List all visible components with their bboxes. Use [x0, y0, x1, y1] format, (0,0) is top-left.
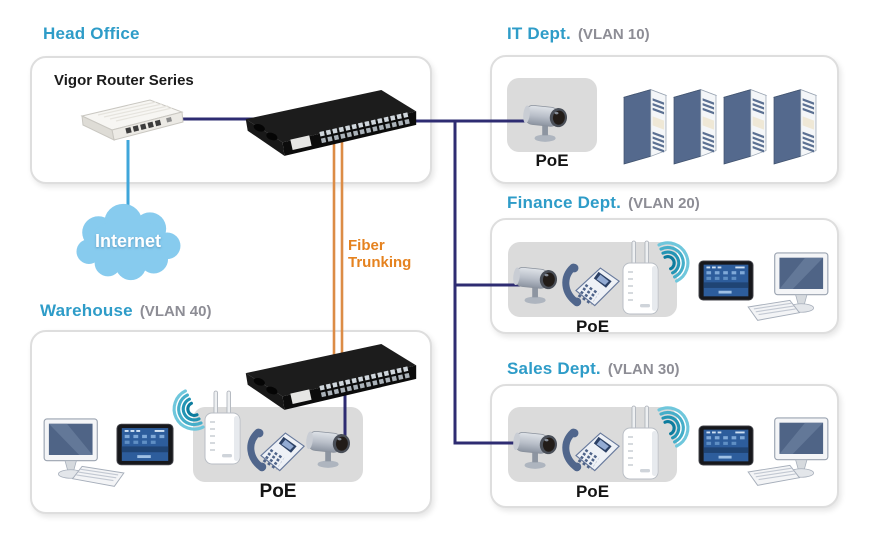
server-icon: [623, 89, 667, 165]
access-point-icon: [204, 390, 241, 465]
server-icon: [723, 89, 767, 165]
warehouse-title: Warehouse: [40, 301, 133, 320]
fiber-label-line1: Fiber: [348, 237, 385, 254]
poe-camera-icon: [304, 429, 352, 469]
warehouse-switch-icon: [238, 338, 422, 414]
it-dept-vlan: (VLAN 10): [577, 26, 650, 43]
vigor-router-icon: [68, 96, 193, 148]
desktop-computer-icon: [43, 418, 125, 487]
server-icon: [773, 89, 817, 165]
poe-camera-icon: [511, 430, 559, 470]
it-dept-label: IT Dept. (VLAN 10): [507, 24, 650, 44]
vigor-router-label: Vigor Router Series: [54, 72, 194, 89]
finance-poe-label: PoE: [575, 317, 610, 336]
poe-camera-icon: [521, 103, 569, 143]
it-poe-label: PoE: [535, 151, 569, 170]
ip-phone-icon: [561, 421, 621, 477]
server-icon: [673, 89, 717, 165]
ip-phone-icon: [561, 256, 621, 312]
warehouse-label: Warehouse (VLAN 40): [40, 301, 212, 321]
finance-dept-label: Finance Dept. (VLAN 20): [507, 193, 700, 213]
core-switch-icon: [238, 84, 422, 160]
sales-dept-label: Sales Dept. (VLAN 30): [507, 359, 680, 379]
fiber-trunking-label: Fiber Trunking: [348, 237, 411, 271]
sales-dept-vlan: (VLAN 30): [607, 361, 680, 378]
head-office-title: Head Office: [43, 24, 140, 43]
desktop-computer-icon: [747, 252, 829, 321]
finance-dept-vlan: (VLAN 20): [628, 195, 700, 212]
desktop-computer-icon: [747, 417, 829, 486]
sales-poe-label: PoE: [575, 482, 610, 501]
it-dept-title: IT Dept.: [507, 24, 571, 43]
tablet-icon: [116, 423, 174, 466]
poe-camera-icon: [511, 265, 559, 305]
warehouse-poe-label: PoE: [259, 481, 297, 502]
ip-phone-icon: [246, 421, 306, 477]
sales-dept-title: Sales Dept.: [507, 359, 601, 378]
warehouse-vlan: (VLAN 40): [139, 303, 212, 320]
finance-dept-title: Finance Dept.: [507, 193, 622, 212]
fiber-label-line2: Trunking: [348, 254, 412, 271]
internet-label: Internet: [94, 231, 161, 251]
head-office-label: Head Office: [43, 24, 140, 44]
